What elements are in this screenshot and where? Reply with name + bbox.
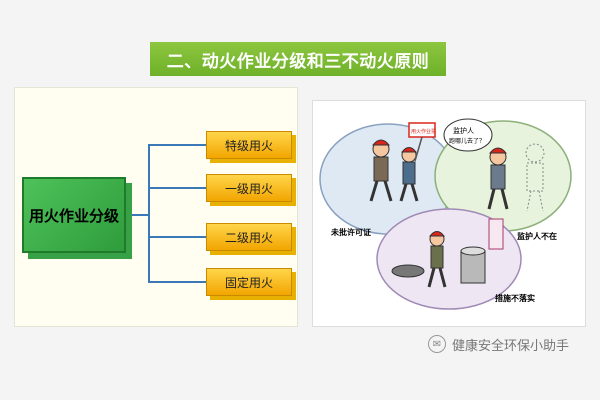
connector-trunk bbox=[148, 144, 150, 283]
circle-no-measures bbox=[376, 208, 522, 310]
extinguisher bbox=[488, 218, 504, 250]
watermark-text: 健康安全环保小助手 bbox=[452, 338, 570, 354]
wechat-icon: ✉ bbox=[428, 335, 446, 353]
label-no-measures: 措施不落实 bbox=[495, 293, 535, 303]
label-no-permit: 未批许可证 bbox=[330, 227, 371, 237]
sign-text: 用火作业票 bbox=[411, 128, 436, 135]
branch-fixed-fire: 固定用火 bbox=[206, 268, 292, 296]
connector-branch-1 bbox=[148, 144, 206, 146]
worker-figure-1 bbox=[369, 139, 393, 202]
worker-figure-3 bbox=[487, 147, 509, 210]
slide-title: 二、动火作业分级和三不动火原则 bbox=[150, 42, 446, 76]
speech-line-1: 监护人 bbox=[453, 126, 474, 135]
connector-root bbox=[126, 214, 150, 216]
branch-level-2-fire: 二级用火 bbox=[206, 223, 292, 251]
manhole bbox=[391, 264, 425, 278]
branch-special-fire: 特级用火 bbox=[206, 131, 292, 159]
root-node: 用火作业分级 bbox=[22, 177, 126, 253]
branch-level-1-fire: 一级用火 bbox=[206, 174, 292, 202]
connector-branch-2 bbox=[148, 187, 206, 189]
watermark: ✉ 健康安全环保小助手 bbox=[428, 333, 598, 355]
worker-figure-4 bbox=[427, 231, 447, 288]
oil-barrel bbox=[460, 246, 486, 284]
speech-bubble: 监护人 跑哪儿去了？ bbox=[443, 118, 493, 152]
connector-branch-4 bbox=[148, 281, 206, 283]
venn-illustration: 用火作业票 监护人 跑哪儿去了？ bbox=[319, 118, 572, 310]
speech-line-2: 跑哪儿去了？ bbox=[449, 137, 485, 145]
absent-guardian-outline bbox=[525, 143, 545, 212]
connector-branch-3 bbox=[148, 236, 206, 238]
three-no-fire-illustration: 用火作业票 监护人 跑哪儿去了？ bbox=[312, 100, 586, 327]
label-no-guardian: 监护人不在 bbox=[517, 231, 557, 241]
